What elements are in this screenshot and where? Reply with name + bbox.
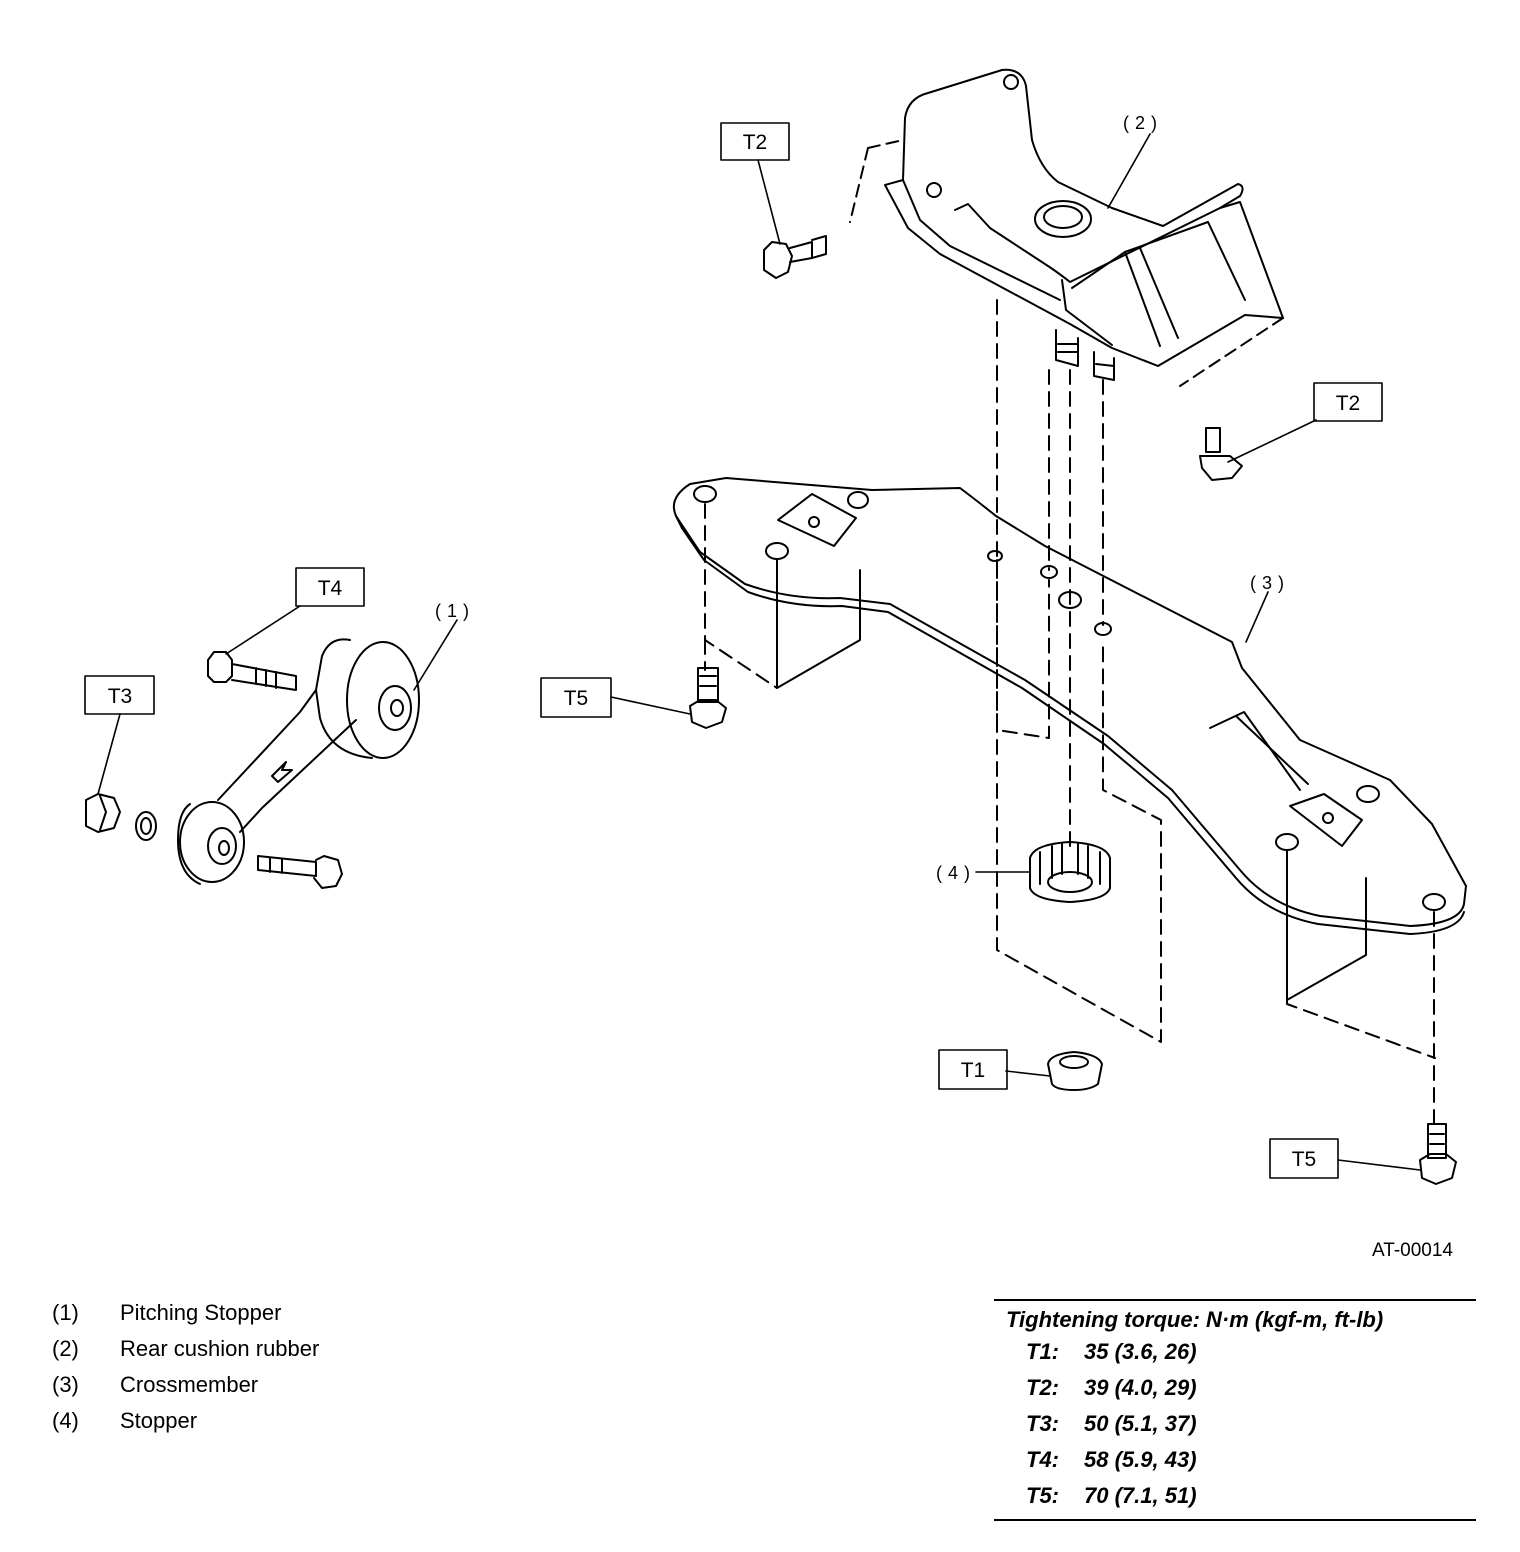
callout-t2-left: T2 xyxy=(720,122,790,161)
callout-t4: T4 xyxy=(295,567,365,607)
callout-t3: T3 xyxy=(84,675,155,715)
torque-value: 70 (7.1, 51) xyxy=(1084,1483,1197,1508)
callout-t5-left: T5 xyxy=(540,677,612,718)
torque-row: T2: 39 (4.0, 29) xyxy=(994,1375,1476,1411)
legend-number: (3) xyxy=(52,1372,79,1397)
torque-table: Tightening torque: N·m (kgf-m, ft-lb) T1… xyxy=(994,1299,1476,1521)
pitching-stopper-drawing xyxy=(85,638,420,889)
callout-t2-right: T2 xyxy=(1313,382,1383,422)
part-number-1: (1) xyxy=(435,601,475,621)
legend-number: (2) xyxy=(52,1336,79,1361)
legend-number: (4) xyxy=(52,1408,79,1433)
legend-name: Pitching Stopper xyxy=(120,1300,282,1325)
torque-row: T4: 58 (5.9, 43) xyxy=(994,1447,1476,1483)
torque-key: T1: xyxy=(1026,1339,1059,1364)
crossmember-drawing xyxy=(672,477,1467,1001)
torque-table-title: Tightening torque: N·m (kgf-m, ft-lb) xyxy=(1006,1307,1384,1332)
torque-row: T1: 35 (3.6, 26) xyxy=(994,1339,1476,1375)
figure-id: AT-00014 xyxy=(1372,1240,1453,1261)
torque-key: T3: xyxy=(1026,1411,1059,1436)
legend-name: Crossmember xyxy=(120,1372,259,1397)
fasteners xyxy=(689,235,1457,1185)
callout-t5-right-label: T5 xyxy=(1292,1148,1317,1171)
part-number-3: (3) xyxy=(1250,573,1290,593)
torque-key: T4: xyxy=(1026,1447,1059,1472)
torque-row: T3: 50 (5.1, 37) xyxy=(994,1411,1476,1447)
part-number-2: (2) xyxy=(1123,113,1163,133)
torque-row: T5: 70 (7.1, 51) xyxy=(994,1483,1476,1519)
callout-t1: T1 xyxy=(938,1049,1008,1090)
torque-value: 35 (3.6, 26) xyxy=(1084,1339,1197,1364)
leader-lines xyxy=(97,133,1421,1171)
exploded-parts-diagram: T2 T2 T4 T3 T5 T1 T5 (2) (3) (1) (4) xyxy=(84,68,1467,1185)
torque-value: 50 (5.1, 37) xyxy=(1084,1411,1197,1436)
callout-t5-left-label: T5 xyxy=(564,687,589,710)
stopper-drawing xyxy=(1029,841,1111,903)
rear-cushion-rubber-drawing xyxy=(849,68,1284,387)
callout-t4-label: T4 xyxy=(318,577,343,600)
legend-name: Stopper xyxy=(120,1408,198,1433)
callout-t3-label: T3 xyxy=(108,685,133,708)
callout-t2-left-label: T2 xyxy=(743,131,768,154)
torque-value: 58 (5.9, 43) xyxy=(1084,1447,1197,1472)
callout-t5-right: T5 xyxy=(1269,1138,1339,1179)
callout-t1-label: T1 xyxy=(961,1059,986,1082)
part-number-4: (4) xyxy=(936,863,976,883)
legend-name: Rear cushion rubber xyxy=(120,1336,320,1361)
assembly-guide-lines xyxy=(704,299,1436,1131)
torque-key: T2: xyxy=(1026,1375,1059,1400)
legend-number: (1) xyxy=(52,1300,79,1325)
torque-value: 39 (4.0, 29) xyxy=(1084,1375,1197,1400)
torque-key: T5: xyxy=(1026,1483,1059,1508)
callout-t2-right-label: T2 xyxy=(1336,392,1361,415)
